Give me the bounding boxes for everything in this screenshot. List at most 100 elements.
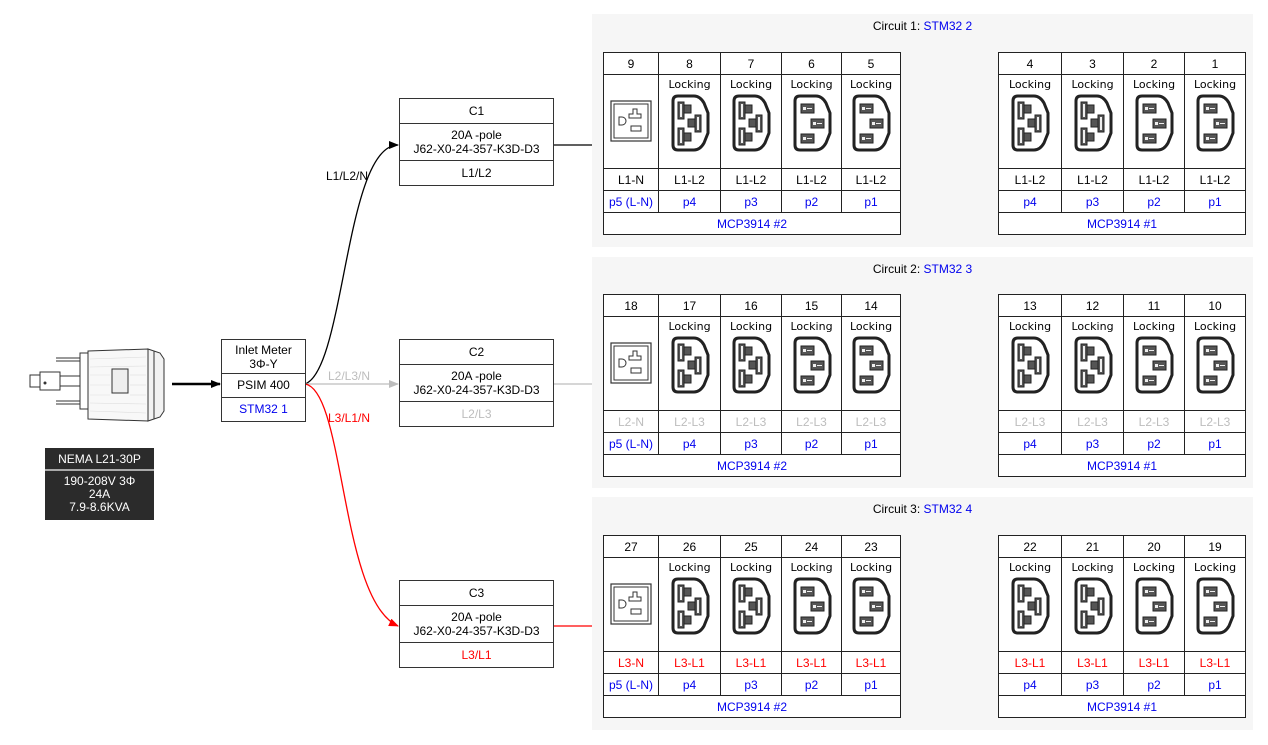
outlet-number: 25 <box>720 535 782 558</box>
outlet-port-link[interactable]: p3 <box>1061 432 1124 455</box>
outlet-cell[interactable]: Locking <box>1123 74 1185 169</box>
outlet-cell[interactable]: Locking <box>781 316 842 411</box>
outlet-port-link[interactable]: p1 <box>841 190 901 213</box>
breaker-c2[interactable]: C2 20A -pole J62-X0-24-357-K3D-D3 L2/L3 <box>399 339 554 427</box>
outlet-row-chip: MCP3914 #1 <box>998 454 1246 477</box>
outlet-phase: L2-L3 <box>841 410 901 433</box>
outlet-number: 11 <box>1123 294 1185 317</box>
outlet-locking-label: Locking <box>1132 561 1176 574</box>
outlet-port-link[interactable]: p1 <box>841 673 901 696</box>
outlet-port-link[interactable]: p4 <box>998 190 1062 213</box>
outlet-cell[interactable] <box>603 316 659 411</box>
outlet-cell[interactable]: Locking <box>1184 557 1246 652</box>
outlet-port-link[interactable]: p2 <box>1123 432 1185 455</box>
outlet-cell[interactable]: Locking <box>841 557 901 652</box>
outlet-port-link[interactable]: p5 (L-N) <box>603 190 659 213</box>
plug-specs: 190-208V 3Φ 24A 7.9-8.6KVA <box>63 474 136 514</box>
outlet-cell[interactable]: Locking <box>720 316 782 411</box>
adc-chip-link[interactable]: MCP3914 #2 <box>603 695 901 718</box>
outlet-phase: L3-L1 <box>1123 651 1185 674</box>
outlet-port-link[interactable]: p3 <box>1061 190 1124 213</box>
adc-chip-link[interactable]: MCP3914 #2 <box>603 454 901 477</box>
outlet-phase: L1-L2 <box>1123 168 1185 191</box>
outlet-cell[interactable]: Locking <box>781 74 842 169</box>
outlet-port-link[interactable]: p1 <box>1184 190 1246 213</box>
outlet-cell[interactable] <box>603 557 659 652</box>
circuit-controller-link-1[interactable]: STM32 2 <box>923 19 973 33</box>
outlet-port-link[interactable]: p5 (L-N) <box>603 673 659 696</box>
outlet-port-link[interactable]: p4 <box>658 190 721 213</box>
outlet-row-img: Locking Locking Locking Locking <box>998 557 1246 652</box>
outlet-locking-label: Locking <box>1193 320 1237 333</box>
outlet-phase: L3-L1 <box>1061 651 1124 674</box>
outlet-port-link[interactable]: p3 <box>1061 673 1124 696</box>
outlet-port-link[interactable]: p5 (L-N) <box>603 432 659 455</box>
outlet-port-link[interactable]: p4 <box>998 432 1062 455</box>
outlet-number: 24 <box>781 535 842 558</box>
outlet-port-link[interactable]: p2 <box>1123 190 1185 213</box>
adc-chip-link[interactable]: MCP3914 #1 <box>998 695 1246 718</box>
wire-meter-to-c3 <box>304 383 399 627</box>
outlet-cell[interactable]: Locking <box>720 74 782 169</box>
circuit-title-1: Circuit 1: STM32 2 <box>872 19 973 33</box>
outlet-port-link[interactable]: p3 <box>720 190 782 213</box>
outlet-cell[interactable]: Locking <box>720 557 782 652</box>
c19-locking-outlet-icon <box>659 335 720 398</box>
c13-locking-outlet-icon <box>782 93 841 156</box>
outlet-port-link[interactable]: p1 <box>1184 432 1246 455</box>
outlet-port-link[interactable]: p2 <box>1123 673 1185 696</box>
outlet-cell[interactable]: Locking <box>998 316 1062 411</box>
outlet-row-chip: MCP3914 #2 <box>603 212 901 235</box>
outlet-cell[interactable]: Locking <box>781 557 842 652</box>
inlet-meter-node[interactable]: Inlet Meter 3Φ-Y PSIM 400 STM32 1 <box>221 339 306 422</box>
outlet-port-link[interactable]: p4 <box>998 673 1062 696</box>
inlet-meter-controller-link[interactable]: STM32 1 <box>222 397 305 421</box>
outlet-number: 7 <box>720 52 782 75</box>
outlet-cell[interactable]: Locking <box>1184 74 1246 169</box>
outlet-cell[interactable]: Locking <box>1123 316 1185 411</box>
outlet-cell[interactable]: Locking <box>841 316 901 411</box>
outlet-cell[interactable]: Locking <box>998 74 1062 169</box>
adc-chip-link[interactable]: MCP3914 #2 <box>603 212 901 235</box>
outlet-number: 26 <box>658 535 721 558</box>
outlet-phase: L1-L2 <box>658 168 721 191</box>
outlet-port-link[interactable]: p4 <box>658 673 721 696</box>
outlet-port-link[interactable]: p4 <box>658 432 721 455</box>
outlet-cell[interactable]: Locking <box>1061 316 1124 411</box>
outlet-port-link[interactable]: p2 <box>781 673 842 696</box>
outlet-cell[interactable]: Locking <box>841 74 901 169</box>
outlet-port-link[interactable]: p2 <box>781 432 842 455</box>
outlet-locking-label: Locking <box>790 78 833 91</box>
outlet-cell[interactable]: Locking <box>998 557 1062 652</box>
outlet-cell[interactable]: Locking <box>658 316 721 411</box>
circuit-controller-link-3[interactable]: STM32 4 <box>923 502 973 516</box>
outlet-locking-label: Locking <box>1008 561 1052 574</box>
outlet-cell[interactable]: Locking <box>658 557 721 652</box>
outlet-cell[interactable] <box>603 74 659 169</box>
outlet-cell[interactable]: Locking <box>658 74 721 169</box>
outlet-number: 21 <box>1061 535 1124 558</box>
breaker-name: C3 <box>468 586 485 600</box>
outlet-port-link[interactable]: p1 <box>1184 673 1246 696</box>
edge-label-c3: L3/L1/N <box>328 411 371 425</box>
outlet-port-link[interactable]: p2 <box>781 190 842 213</box>
outlet-cell[interactable]: Locking <box>1184 316 1246 411</box>
circuit-controller-link-2[interactable]: STM32 3 <box>923 262 973 276</box>
breaker-c3[interactable]: C3 20A -pole J62-X0-24-357-K3D-D3 L3/L1 <box>399 580 554 668</box>
outlet-cell[interactable]: Locking <box>1061 74 1124 169</box>
outlet-cell[interactable]: Locking <box>1061 557 1124 652</box>
breaker-c1[interactable]: C1 20A -pole J62-X0-24-357-K3D-D3 L1/L2 <box>399 98 554 186</box>
outlet-port-link[interactable]: p3 <box>720 432 782 455</box>
c13-locking-outlet-icon <box>1124 93 1184 156</box>
adc-chip-link[interactable]: MCP3914 #1 <box>998 454 1246 477</box>
outlet-port-link[interactable]: p3 <box>720 673 782 696</box>
outlet-port-link[interactable]: p1 <box>841 432 901 455</box>
outlet-number: 6 <box>781 52 842 75</box>
outlet-cell[interactable]: Locking <box>1123 557 1185 652</box>
adc-chip-link[interactable]: MCP3914 #1 <box>998 212 1246 235</box>
